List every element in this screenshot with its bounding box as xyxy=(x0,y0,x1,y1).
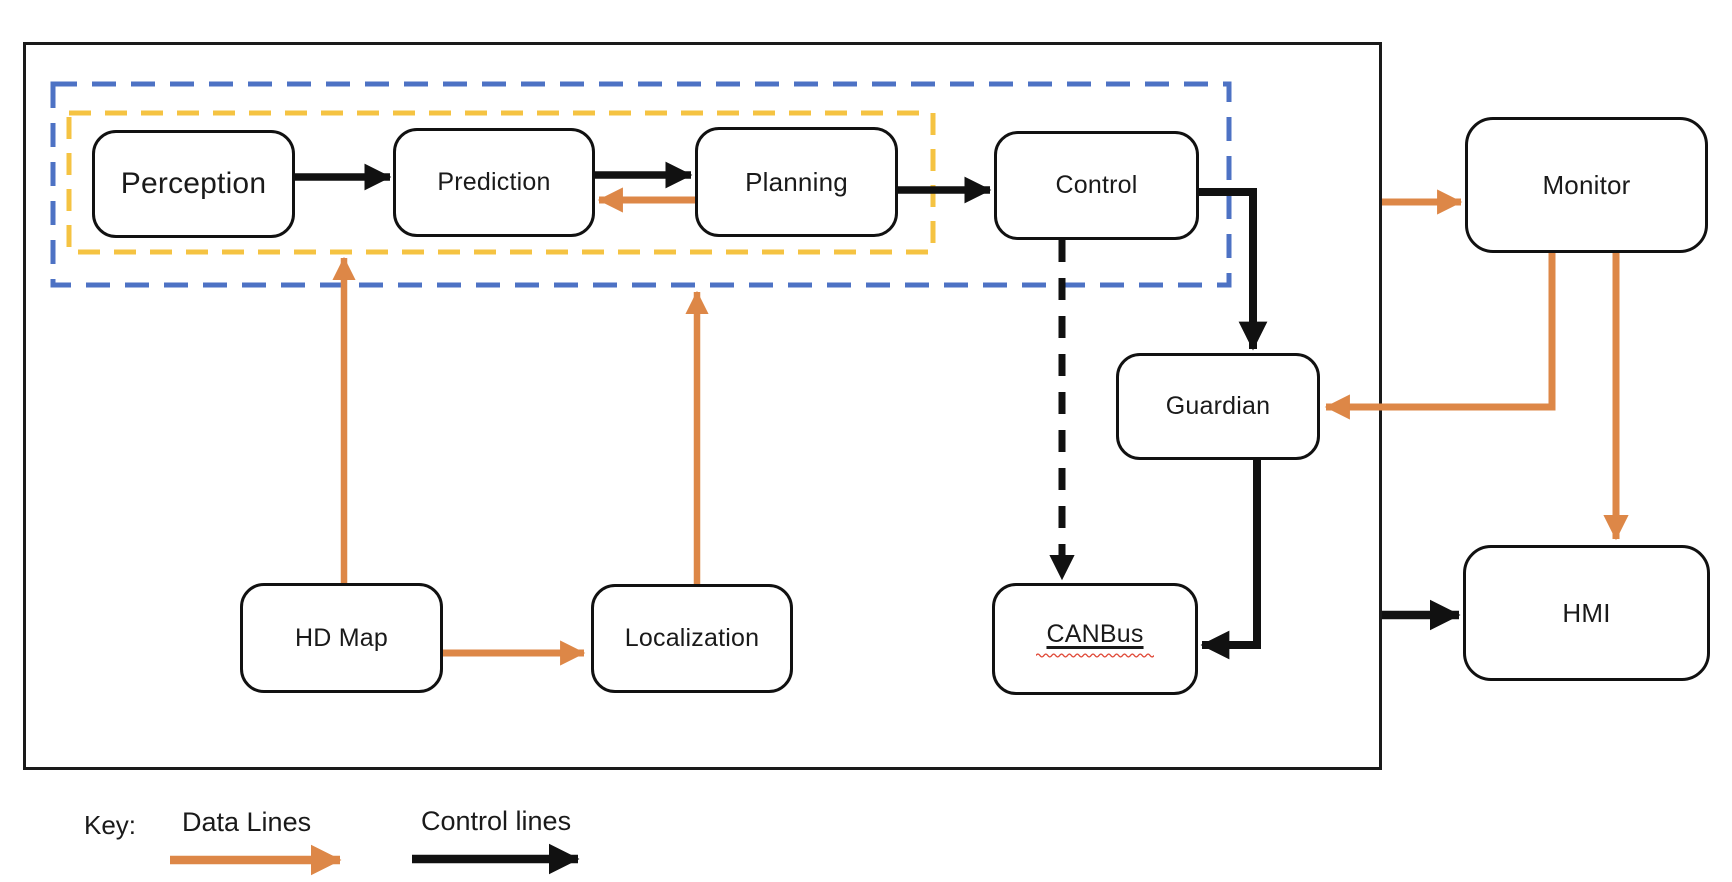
blue-dashed-group xyxy=(50,81,1232,288)
node-monitor: Monitor xyxy=(1465,117,1708,253)
node-localization: Localization xyxy=(591,584,793,693)
planning-label: Planning xyxy=(745,166,848,197)
yellow-dashed-group xyxy=(66,110,936,255)
arrow-guardian-to-canbus xyxy=(1200,460,1261,660)
node-hmi: HMI xyxy=(1463,545,1710,681)
node-hdmap: HD Map xyxy=(240,583,443,693)
monitor-label: Monitor xyxy=(1542,169,1631,200)
spellcheck-squiggle xyxy=(1036,653,1154,658)
legend-title: Key: xyxy=(84,810,137,840)
arrow-control-to-guardian xyxy=(1199,188,1268,351)
legend-control-lines-label: Control lines xyxy=(421,806,572,836)
control-label: Control xyxy=(1055,171,1138,199)
arrow-monitor-to-guardian xyxy=(1324,253,1556,420)
node-prediction: Prediction xyxy=(393,128,595,237)
canbus-label-wrap: CANBus xyxy=(1036,620,1154,658)
guardian-label: Guardian xyxy=(1165,392,1271,420)
perception-label: Perception xyxy=(120,167,267,200)
hdmap-label: HD Map xyxy=(295,623,388,652)
node-guardian: Guardian xyxy=(1116,353,1320,460)
node-perception: Perception xyxy=(92,130,295,238)
prediction-label: Prediction xyxy=(437,168,551,196)
legend-data-lines-label: Data Lines xyxy=(182,807,312,837)
node-canbus: CANBus xyxy=(992,583,1198,695)
localization-label: Localization xyxy=(624,624,760,652)
hmi-label: HMI xyxy=(1562,597,1611,628)
canbus-label: CANBus xyxy=(1046,620,1144,648)
node-planning: Planning xyxy=(695,127,898,237)
node-control: Control xyxy=(994,131,1199,240)
